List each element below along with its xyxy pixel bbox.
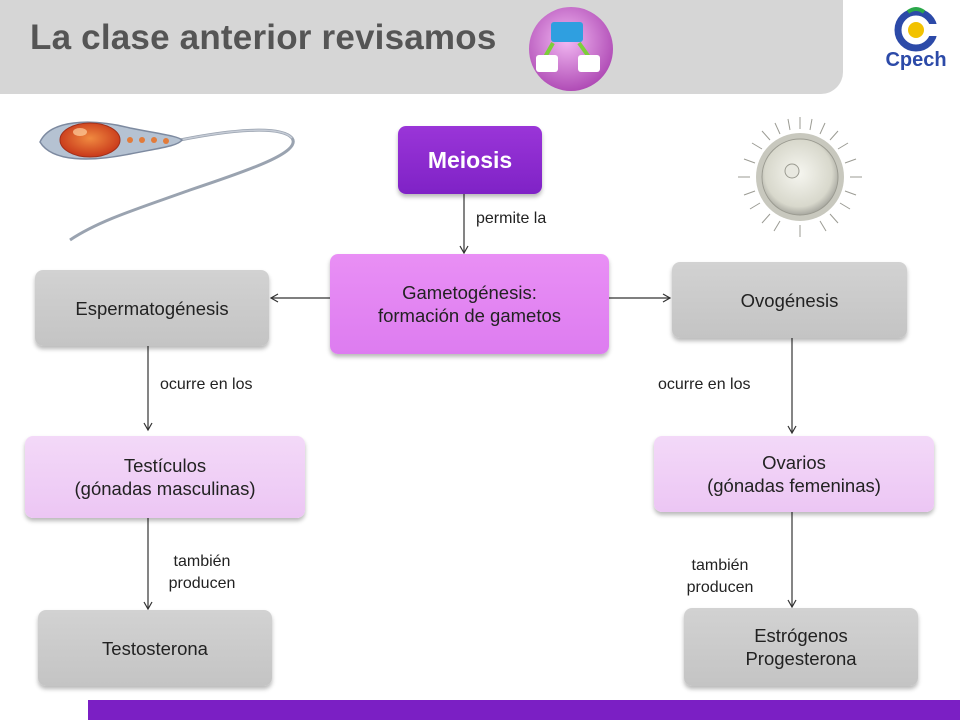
page-title: La clase anterior revisamos <box>30 18 497 57</box>
node-gametogenesis-line1: Gametogénesis: <box>402 282 537 303</box>
node-estrogenos-line2: Progesterona <box>745 648 857 669</box>
node-testiculos-line1: Testículos <box>123 455 207 476</box>
node-ovogenesis: Ovogénesis <box>672 262 907 338</box>
bottom-bar <box>88 700 960 720</box>
logo-text: Cpech <box>885 49 946 71</box>
node-espermatogenesis: Espermatogénesis <box>35 270 269 346</box>
edge-label-tambien-left-line2: producen <box>168 575 236 592</box>
node-ovarios: Ovarios (gónadas femeninas) <box>654 436 934 512</box>
node-ovarios-line2: (gónadas femeninas) <box>707 475 881 496</box>
node-meiosis-label: Meiosis <box>427 146 513 173</box>
edge-label-tambien-left-line1: también <box>173 553 231 570</box>
edge-label-tambien-right: también producen <box>676 555 764 599</box>
sperm-cell-image <box>39 121 295 242</box>
edge-label-ocurre-left: ocurre en los <box>160 376 253 393</box>
node-espermatogenesis-label: Espermatogénesis <box>75 297 229 319</box>
node-testosterona: Testosterona <box>38 610 272 686</box>
node-ovarios-line1: Ovarios <box>762 452 826 473</box>
node-testosterona-label: Testosterona <box>102 637 208 659</box>
edge-label-tambien-right-line2: producen <box>686 579 754 596</box>
edge-label-tambien-left: también producen <box>160 551 244 595</box>
edge-label-ocurre-right: ocurre en los <box>658 376 751 393</box>
node-ovogenesis-label: Ovogénesis <box>740 289 839 311</box>
node-meiosis: Meiosis <box>398 126 542 194</box>
edge-label-permite: permite la <box>476 210 547 227</box>
node-gametogenesis: Gametogénesis: formación de gametos <box>330 254 609 354</box>
cpech-logo: Cpech <box>885 7 947 71</box>
node-testiculos: Testículos (gónadas masculinas) <box>25 436 305 518</box>
egg-cell-image <box>738 117 862 237</box>
node-gametogenesis-line2: formación de gametos <box>377 305 562 326</box>
node-testiculos-line2: (gónadas masculinas) <box>74 478 256 499</box>
edge-label-tambien-right-line1: también <box>691 557 749 574</box>
node-estrogenos-line1: Estrógenos <box>754 625 848 646</box>
node-estrogenos: Estrógenos Progesterona <box>684 608 918 686</box>
concept-map-icon <box>529 7 613 91</box>
title-bar <box>0 0 843 94</box>
